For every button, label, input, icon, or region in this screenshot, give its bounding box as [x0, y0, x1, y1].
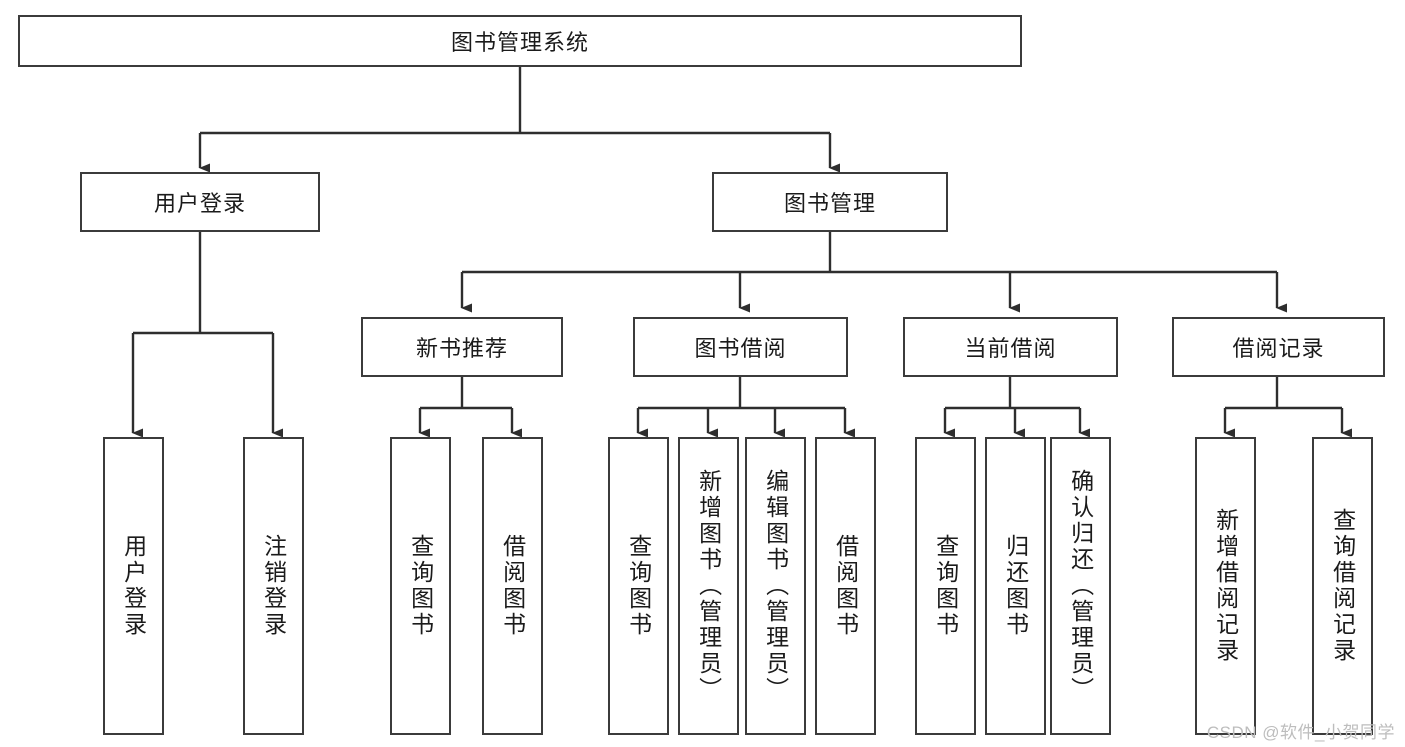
node-leaf-add-borrow-record-label: 新增借阅记录 — [1212, 508, 1239, 664]
node-leaf-add-book-admin[interactable]: 新增图书（管理员） — [678, 437, 739, 735]
node-leaf-borrow-books-recommend[interactable]: 借阅图书 — [482, 437, 543, 735]
node-leaf-confirm-return-admin[interactable]: 确认归还（管理员） — [1050, 437, 1111, 735]
node-leaf-query-books-recommend[interactable]: 查询图书 — [390, 437, 451, 735]
node-new-book-recommend[interactable]: 新书推荐 — [361, 317, 563, 377]
node-current-borrow[interactable]: 当前借阅 — [903, 317, 1118, 377]
node-leaf-borrow-books[interactable]: 借阅图书 — [815, 437, 876, 735]
node-borrow-records-label: 借阅记录 — [1232, 336, 1325, 361]
node-leaf-add-borrow-record[interactable]: 新增借阅记录 — [1195, 437, 1256, 735]
node-book-management[interactable]: 图书管理 — [712, 172, 948, 232]
node-leaf-query-books-borrow[interactable]: 查询图书 — [608, 437, 669, 735]
node-borrow-records[interactable]: 借阅记录 — [1172, 317, 1385, 377]
node-leaf-query-books-borrow-label: 查询图书 — [625, 534, 652, 638]
node-leaf-logout-label: 注销登录 — [260, 534, 287, 638]
watermark: CSDN @软件_小贺同学 — [1206, 723, 1395, 742]
node-leaf-borrow-books-recommend-label: 借阅图书 — [499, 534, 526, 638]
node-leaf-confirm-return-admin-label: 确认归还（管理员） — [1067, 469, 1094, 703]
node-book-management-label: 图书管理 — [783, 191, 876, 216]
node-leaf-user-login-label: 用户登录 — [120, 534, 147, 638]
node-book-borrow-label: 图书借阅 — [694, 336, 787, 361]
node-leaf-logout[interactable]: 注销登录 — [243, 437, 304, 735]
node-root-label: 图书管理系统 — [450, 30, 589, 55]
node-current-borrow-label: 当前借阅 — [964, 336, 1057, 361]
node-leaf-query-books-recommend-label: 查询图书 — [407, 534, 434, 638]
node-user-login-label: 用户登录 — [153, 191, 246, 216]
node-leaf-add-book-admin-label: 新增图书（管理员） — [695, 469, 722, 703]
node-root[interactable]: 图书管理系统 — [18, 15, 1022, 67]
node-new-book-recommend-label: 新书推荐 — [415, 336, 508, 361]
node-leaf-borrow-books-label: 借阅图书 — [832, 534, 859, 638]
node-leaf-query-borrow-record-label: 查询借阅记录 — [1329, 508, 1356, 664]
node-user-login[interactable]: 用户登录 — [80, 172, 320, 232]
node-leaf-edit-book-admin[interactable]: 编辑图书（管理员） — [745, 437, 806, 735]
node-leaf-return-books[interactable]: 归还图书 — [985, 437, 1046, 735]
node-leaf-return-books-label: 归还图书 — [1002, 534, 1029, 638]
node-leaf-user-login[interactable]: 用户登录 — [103, 437, 164, 735]
node-leaf-edit-book-admin-label: 编辑图书（管理员） — [762, 469, 789, 703]
node-book-borrow[interactable]: 图书借阅 — [633, 317, 848, 377]
node-leaf-query-books-current-label: 查询图书 — [932, 534, 959, 638]
node-leaf-query-borrow-record[interactable]: 查询借阅记录 — [1312, 437, 1373, 735]
node-leaf-query-books-current[interactable]: 查询图书 — [915, 437, 976, 735]
